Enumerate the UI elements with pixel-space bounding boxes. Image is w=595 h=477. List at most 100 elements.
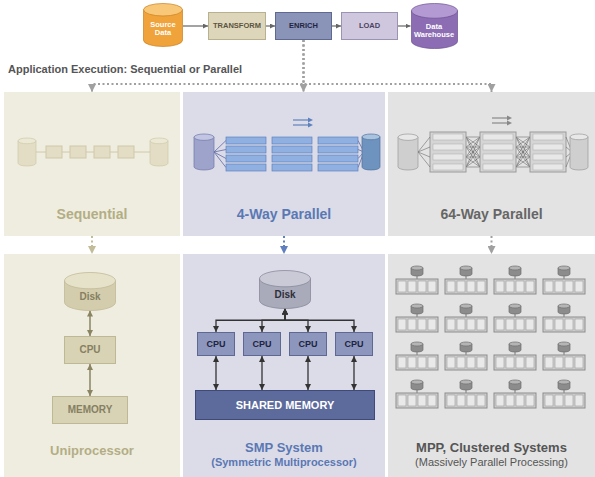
graphic-part: [555, 395, 563, 406]
graphic-part: [545, 319, 553, 330]
cluster-node-icon: [396, 266, 438, 294]
text-holder: TRANSFORM: [209, 13, 265, 39]
text-holder: MEMORY: [53, 397, 127, 423]
text-holder: CPU: [244, 333, 280, 355]
text-holder: CPU: [65, 337, 115, 363]
stage-bar: [318, 137, 358, 144]
connector-arrow: [285, 309, 354, 333]
text-holder: 4-Way Parallel: [183, 92, 385, 236]
stage-bar: [272, 137, 312, 144]
connector-arrow: [266, 25, 275, 26]
cylinder-top: [558, 342, 570, 346]
node-label: SHARED MEMORY: [236, 399, 335, 412]
stage-box: [46, 146, 62, 158]
text-holder: CPU: [198, 333, 234, 355]
cylinder-top: [411, 342, 423, 346]
node-label: CPU: [298, 339, 317, 349]
graphic-part: [466, 137, 480, 157]
graphic-part: [447, 319, 455, 330]
graphic-part: [543, 393, 585, 408]
text-holder: Data Warehouse: [411, 3, 458, 49]
cluster-node-icon: [543, 342, 585, 370]
graphic-part: [396, 393, 438, 408]
graphic-part: [408, 319, 416, 330]
cluster-nodes: [396, 266, 585, 408]
cylinder-shape: [64, 272, 116, 311]
graphic-part: [575, 395, 583, 406]
node-label: MEMORY: [68, 404, 113, 416]
graphic-part: [526, 395, 534, 406]
flow-symbol: [293, 119, 309, 120]
connector-arrow: [215, 356, 216, 390]
label-holder: Application Execution: Sequential or Par…: [8, 63, 242, 76]
node-label: Data Warehouse: [414, 23, 455, 40]
graphic-part: [543, 355, 585, 370]
text-holder: Disk: [259, 270, 311, 309]
graphic-part: [477, 281, 485, 292]
graphic-part: [516, 137, 530, 157]
graphic-part: [433, 134, 463, 140]
node-label: CPU: [206, 339, 225, 349]
cylinder-top: [509, 342, 521, 346]
connector-arrow: [283, 236, 285, 254]
graphic-part: [408, 395, 416, 406]
graphic-part: [466, 147, 480, 167]
cylinder-top: [144, 4, 183, 16]
panel-ground: [183, 92, 385, 236]
connector-arrow: [398, 25, 411, 26]
cpu-box: CPU: [243, 332, 281, 356]
cluster-node-icon: [445, 342, 487, 370]
graphic-part: [466, 137, 480, 167]
graphic-part: [408, 357, 416, 368]
graphic-part: [575, 357, 583, 368]
graphic-part: [506, 357, 514, 368]
cylinder-top: [194, 134, 214, 140]
cylinder-top: [460, 304, 472, 308]
text-holder: CPU: [336, 333, 372, 355]
text-holder: CPU: [290, 333, 326, 355]
graphic-part: [477, 357, 485, 368]
graphic-part: [408, 281, 416, 292]
graphic-part: [418, 395, 426, 406]
graphic-part: [457, 319, 465, 330]
graphic-part: [565, 319, 573, 330]
cylinder-top: [558, 380, 570, 384]
database-cylinder: Source Data: [143, 3, 183, 47]
stage-bar: [318, 164, 358, 171]
graphic-part: [433, 164, 463, 170]
graphic-part: [418, 319, 426, 330]
graphic-part: [398, 281, 406, 292]
graphic-part: [477, 319, 485, 330]
database-cylinder: Data Warehouse: [411, 3, 458, 49]
connector-arrow: [89, 311, 91, 337]
graphic-part: [516, 167, 530, 168]
text-holder: Source Data: [143, 3, 183, 47]
graphic-part: [526, 281, 534, 292]
flow-symbol: [492, 122, 508, 123]
graphic-part: [516, 137, 530, 167]
connector-arrow: [261, 356, 262, 390]
stage-box: [530, 132, 566, 172]
cylinder-top: [362, 134, 380, 140]
panel-caption: MPP, Clustered Systems: [416, 441, 567, 456]
stage-bar: [272, 155, 312, 162]
node-label: CPU: [252, 339, 271, 349]
node-label: Source Data: [146, 21, 180, 38]
flow-symbol: [507, 116, 512, 121]
graphic-part: [516, 319, 524, 330]
cylinder-body: [194, 137, 214, 170]
graphic-part: [516, 137, 530, 157]
graphic-part: [545, 395, 553, 406]
connector-arrow: [304, 40, 492, 92]
cylinder-shape: [259, 270, 311, 309]
cylinder-top: [509, 304, 521, 308]
cluster-node-icon: [494, 266, 536, 294]
text-holder: Disk: [64, 272, 116, 311]
cluster-node-icon: [494, 342, 536, 370]
cluster-node-icon: [543, 304, 585, 332]
graphic-part: [543, 279, 585, 294]
sequential-thumbnail: [18, 138, 168, 166]
panel-caption: Sequential: [57, 206, 128, 222]
cluster-node-icon: [396, 342, 438, 370]
cylinder-top: [411, 266, 423, 270]
